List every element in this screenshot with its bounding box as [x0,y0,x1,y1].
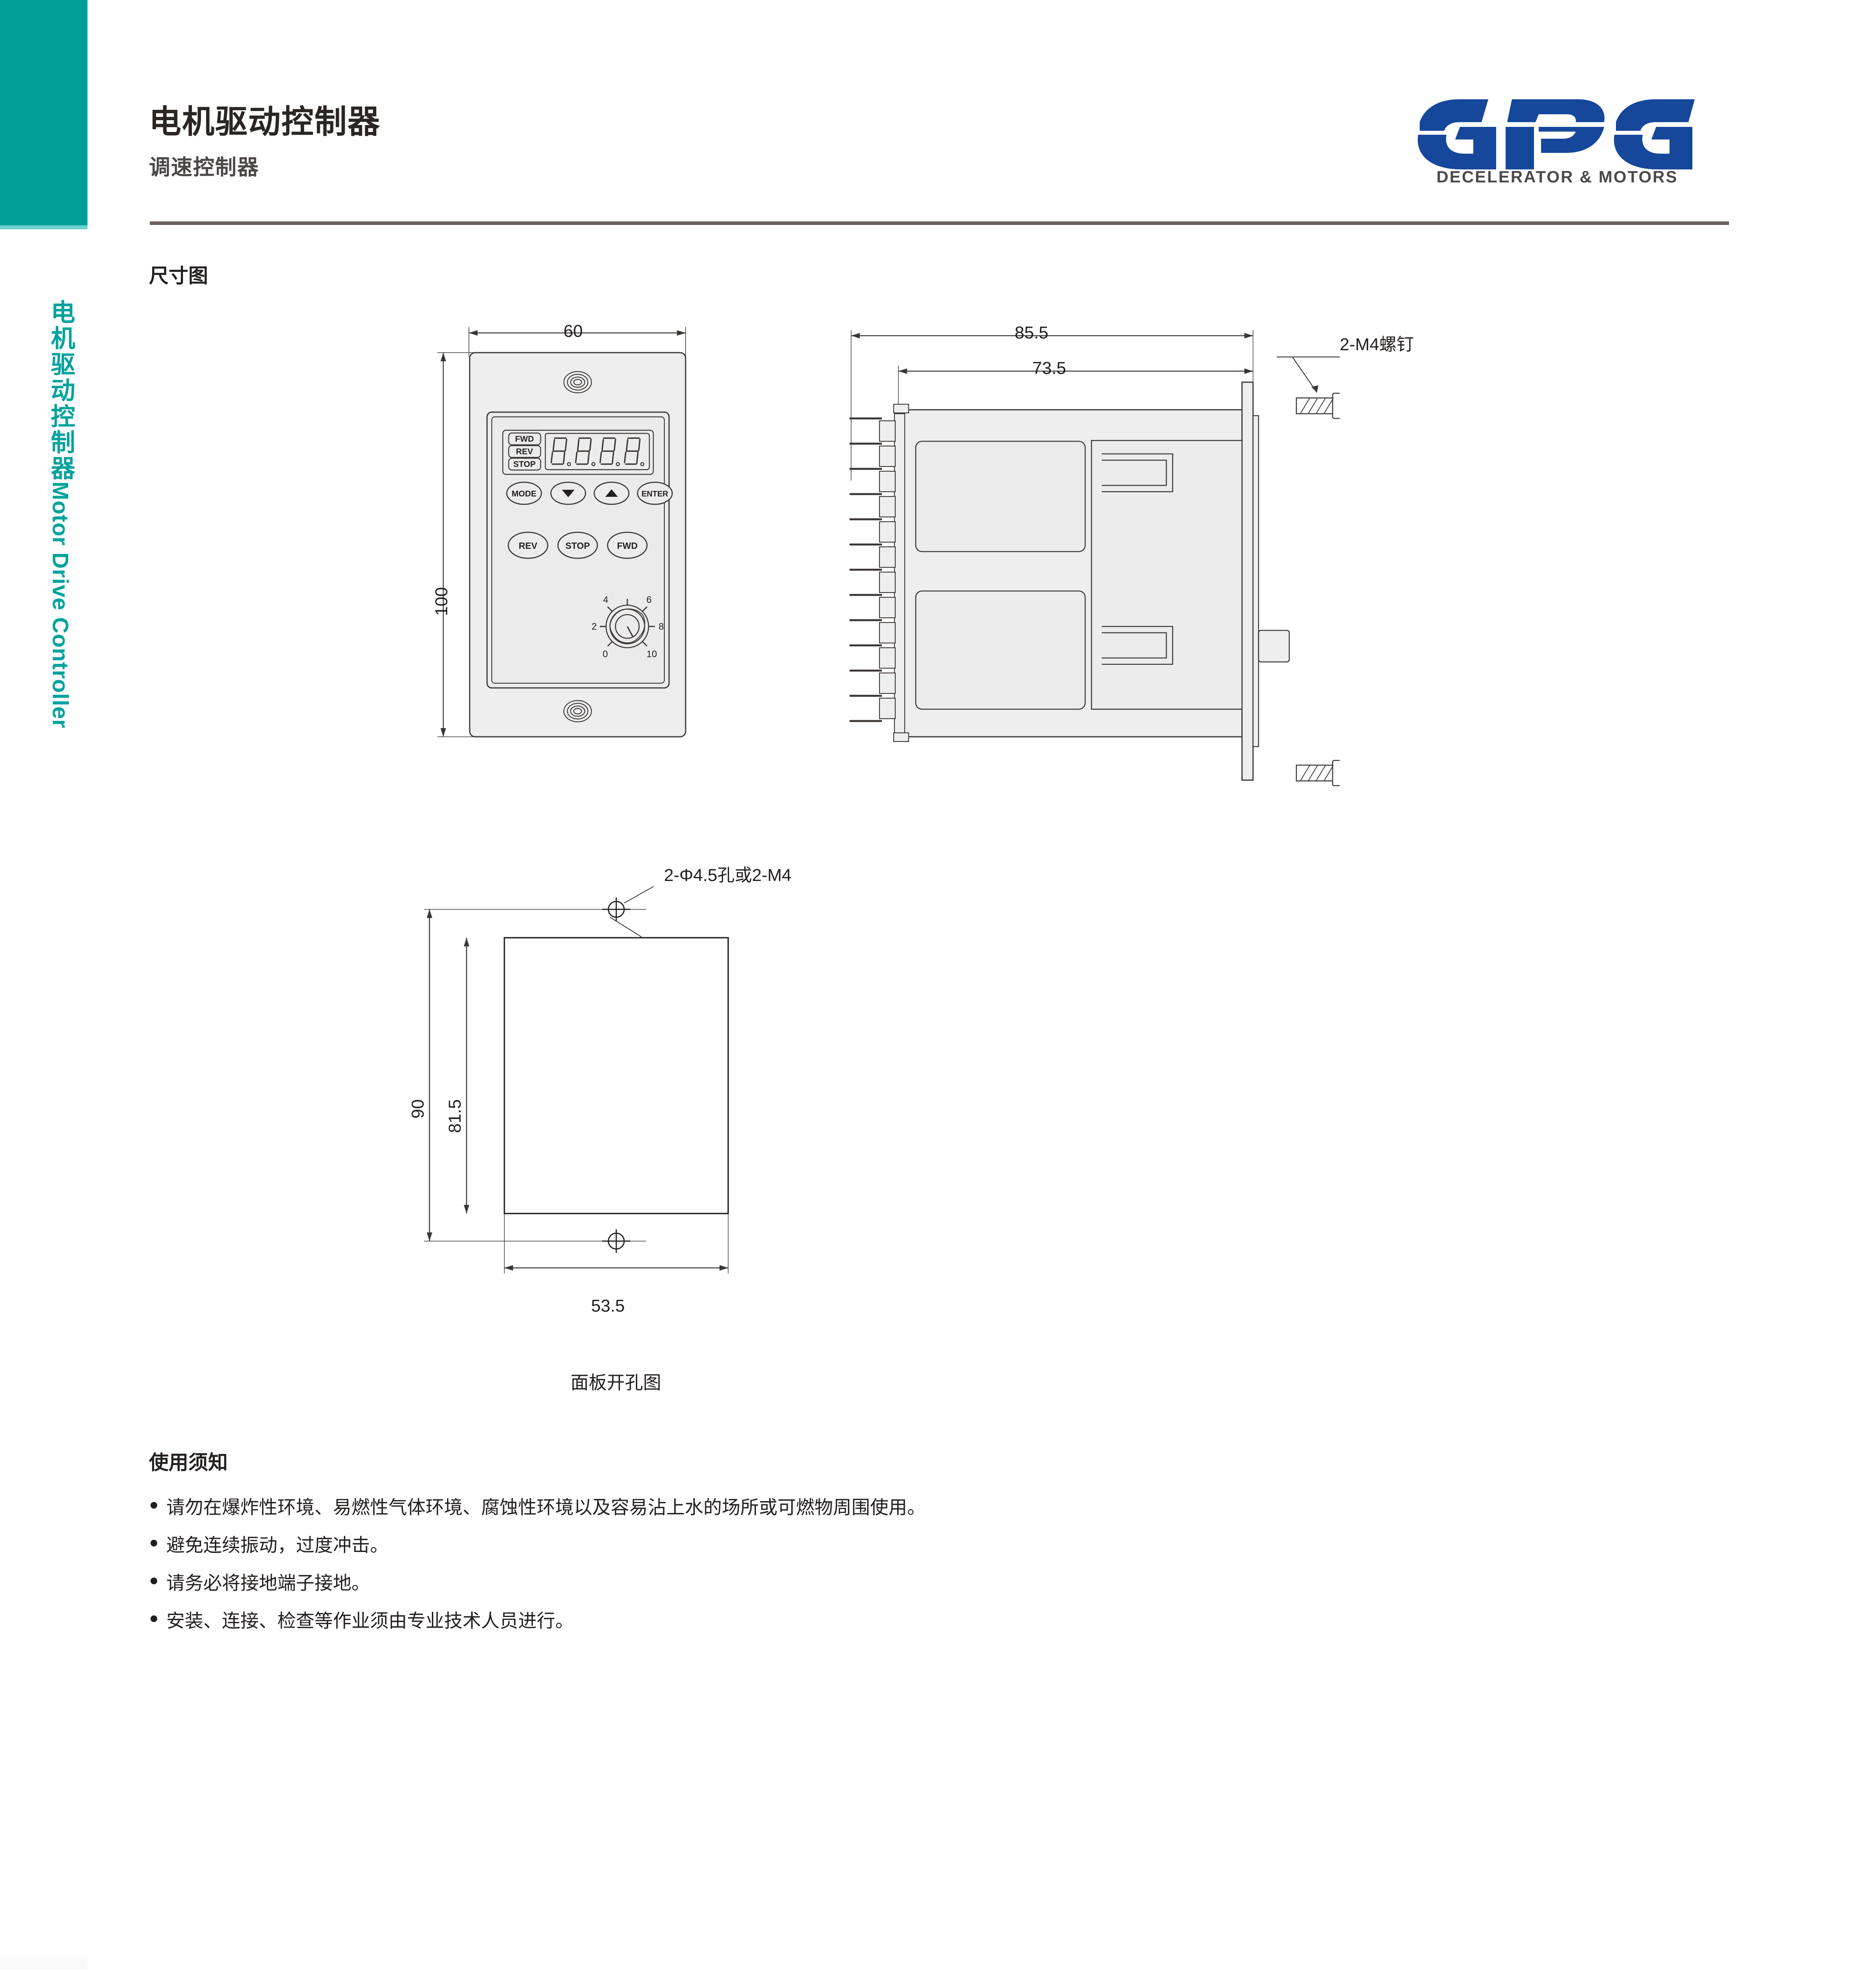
note-item: 避免连续振动，过度冲击。 [149,1526,1567,1564]
note-text: 避免连续振动，过度冲击。 [166,1535,389,1556]
m4-screw-upper-icon [1296,392,1342,419]
key-rev-label: REV [519,541,537,551]
bullet-icon [151,1578,157,1584]
bullet-icon [151,1615,157,1622]
front-view-drawing: FWD REV STOP [410,315,749,808]
note-text: 请勿在爆炸性环境、易燃性气体环境、腐蚀性环境以及容易沾上水的场所或可燃物周围使用… [166,1497,926,1518]
indicator-rev-label: REV [516,447,533,456]
cutout-caption: 面板开孔图 [571,1372,661,1393]
knob-tick-8: 8 [658,621,664,632]
panel-cutout-drawing [386,881,859,1383]
gpg-logo [1413,87,1700,190]
knob-tick-2: 2 [591,621,597,632]
cutout-dim-width: 53.5 [591,1296,625,1316]
note-text: 请务必将接地端子接地。 [166,1572,370,1593]
sidebar-label-cn: 电机驱动控制器 [47,299,74,481]
side-view-drawing [835,315,1342,808]
gpg-logo-mark [1417,99,1695,169]
key-fwd-label: FWD [617,541,638,551]
page-subtitle: 调速控制器 [149,156,259,179]
indicator-fwd-label: FWD [515,435,534,444]
section-heading-dimensions: 尺寸图 [149,265,208,287]
key-down-arrow-icon [562,490,575,497]
accent-block-top [0,0,87,225]
usage-notes-list: 请勿在爆炸性环境、易燃性气体环境、腐蚀性环境以及容易沾上水的场所或可燃物周围使用… [149,1489,1567,1640]
knob-tick-10: 10 [647,649,657,660]
note-item: 请勿在爆炸性环境、易燃性气体环境、腐蚀性环境以及容易沾上水的场所或可燃物周围使用… [149,1489,1567,1526]
key-mode-label: MODE [512,489,537,498]
key-enter-label: ENTER [641,490,668,498]
knob-tick-6: 6 [646,595,651,605]
front-dim-width: 60 [563,322,583,341]
knob-tick-4: 4 [603,595,608,605]
page-title: 电机驱动控制器 [149,104,381,140]
cutout-dim-inner-height: 81.5 [445,1099,465,1133]
section-heading-notes: 使用须知 [149,1451,228,1474]
accent-block-edge [0,225,87,229]
note-text: 安装、连接、检查等作业须由专业技术人员进行。 [166,1610,574,1631]
key-up-arrow-icon [605,489,618,497]
bullet-icon [151,1502,157,1509]
header-divider [150,221,1729,225]
m4-screw-lower-icon [1296,760,1342,786]
key-stop-label: STOP [565,541,590,551]
speed-knob-icon: 2 4 6 8 0 10 [591,595,664,660]
sidebar-vertical-label: 电机驱动控制器Motor Drive Controller [47,299,74,729]
sidebar-label-en: Motor Drive Controller [48,481,73,729]
margin-gradient-block [0,1956,87,1970]
logo-caption: DECELERATOR & MOTORS [1436,167,1678,186]
front-dim-height: 100 [432,587,451,616]
knob-tick-0: 0 [602,649,608,660]
side-dim-overall: 85.5 [1015,323,1049,342]
bullet-icon [151,1540,157,1546]
note-item: 请务必将接地端子接地。 [149,1564,1567,1602]
cutout-dim-outer-height: 90 [408,1099,428,1119]
note-item: 安装、连接、检查等作业须由专业技术人员进行。 [149,1602,1567,1640]
screw-callout-label: 2-M4螺钉 [1340,335,1414,354]
indicator-stop-label: STOP [513,460,536,469]
side-dim-body: 73.5 [1032,359,1066,378]
cutout-hole-callout: 2-Φ4.5孔或2-M4 [664,866,792,885]
